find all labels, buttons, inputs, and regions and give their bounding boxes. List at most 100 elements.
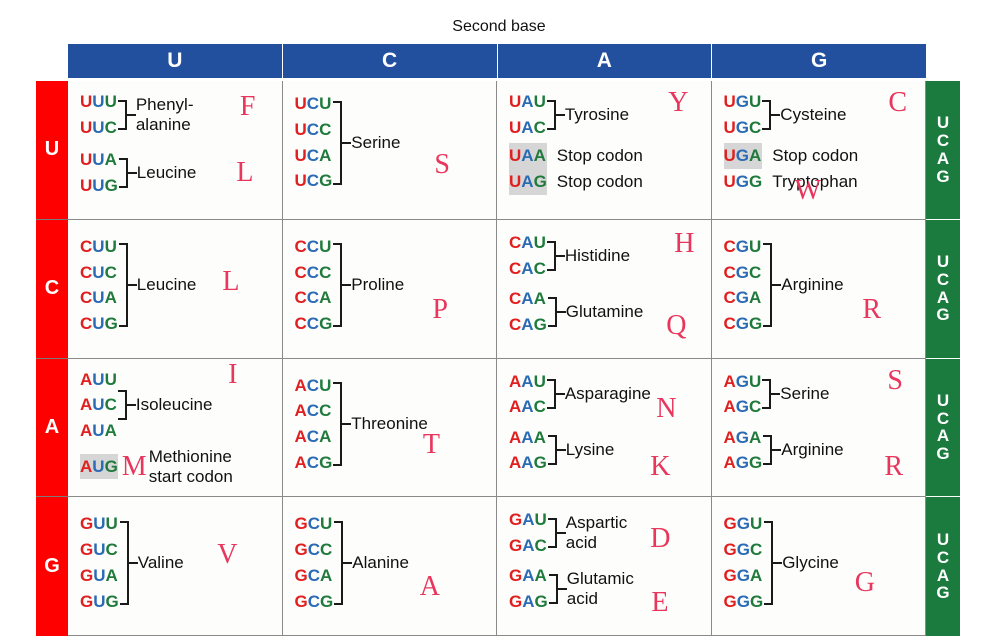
codon: AGG [723, 453, 763, 473]
third-base-letter: A [936, 426, 950, 446]
amino-acid-name: Stop codon Stop codon [556, 146, 643, 191]
amino-acid-name: Cysteine [780, 104, 847, 124]
amino-acid-name: Arginine [781, 440, 844, 460]
codon: UCC [294, 119, 332, 139]
bracket-stem [127, 171, 137, 174]
codon: CCA [294, 288, 332, 308]
amino-acid-name: Stop codon Tryptophan [772, 146, 859, 191]
amino-acid-name: Serine [351, 132, 401, 152]
codon: AGC [723, 397, 762, 417]
amino-acid-code: A [419, 571, 440, 603]
grouping-bracket [546, 379, 556, 410]
codon: CGU [723, 236, 762, 256]
third-base-letter: C [936, 131, 950, 151]
bracket-stem [555, 393, 565, 396]
codon: CAC [509, 258, 546, 278]
grouping-bracket [117, 390, 127, 421]
first-base-cell-a: A [36, 358, 68, 498]
bracket-stem [343, 561, 353, 564]
amino-acid-name: Valine [137, 552, 184, 572]
codon: UGU [723, 92, 762, 111]
amino-acid-name: Glycine [782, 552, 839, 572]
codon: AUU [80, 369, 117, 389]
third-base-letter: U [936, 529, 950, 549]
codon: UAG [509, 168, 547, 195]
codon: ACA [294, 427, 332, 447]
codon: AAU [509, 371, 546, 391]
amino-acid-name: Asparagine [564, 384, 651, 404]
amino-acid-name: Arginine [781, 275, 844, 295]
codon: GGG [723, 591, 764, 611]
amino-acid-name: Glutamic acid [566, 569, 634, 609]
codon: GAG [509, 592, 548, 612]
codon: UGG [723, 171, 763, 191]
amino-acid-name: Histidine [564, 245, 631, 265]
bracket-stem [342, 141, 352, 144]
grouping-bracket [762, 379, 772, 410]
third-base-letter: U [936, 113, 950, 133]
bracket-stem [557, 588, 567, 591]
first-base-cell-u: U [36, 81, 68, 220]
codon: CUU [80, 236, 117, 256]
grouping-bracket [763, 435, 773, 466]
amino-acid-name: Proline [351, 275, 405, 295]
bracket-stem [555, 254, 565, 257]
third-base-letter: G [936, 444, 950, 464]
codon: UUU [80, 92, 117, 111]
codon: UUA [80, 150, 117, 169]
amino-acid-code: E [651, 587, 669, 619]
codon: CCC [294, 262, 332, 282]
amino-acid-code: Y [668, 87, 689, 118]
grouping-bracket [547, 296, 557, 327]
codon: UGA [723, 143, 763, 169]
grouping-bracket [546, 99, 556, 130]
codon: CAA [509, 288, 546, 308]
amino-acid-code: F [239, 91, 256, 122]
amino-acid-name: Phenyl- alanine [135, 94, 194, 134]
amino-acid-name: Leucine [136, 275, 197, 295]
amino-acid-code: R [884, 450, 903, 482]
third-base-letter: A [936, 148, 950, 168]
third-base-letter: G [936, 166, 950, 186]
grouping-bracket [334, 520, 344, 605]
codon: UAU [509, 92, 546, 111]
codon: CCG [294, 314, 333, 334]
third-base-letter: U [936, 251, 950, 271]
codon: AGA [723, 427, 762, 447]
bracket-stem [127, 284, 137, 287]
grouping-bracket [547, 518, 557, 549]
grouping-bracket [763, 243, 773, 328]
grouping-bracket [547, 435, 557, 466]
amino-acid-code: S [887, 364, 903, 396]
codon: GCG [294, 591, 334, 611]
codon: CUA [80, 288, 117, 308]
